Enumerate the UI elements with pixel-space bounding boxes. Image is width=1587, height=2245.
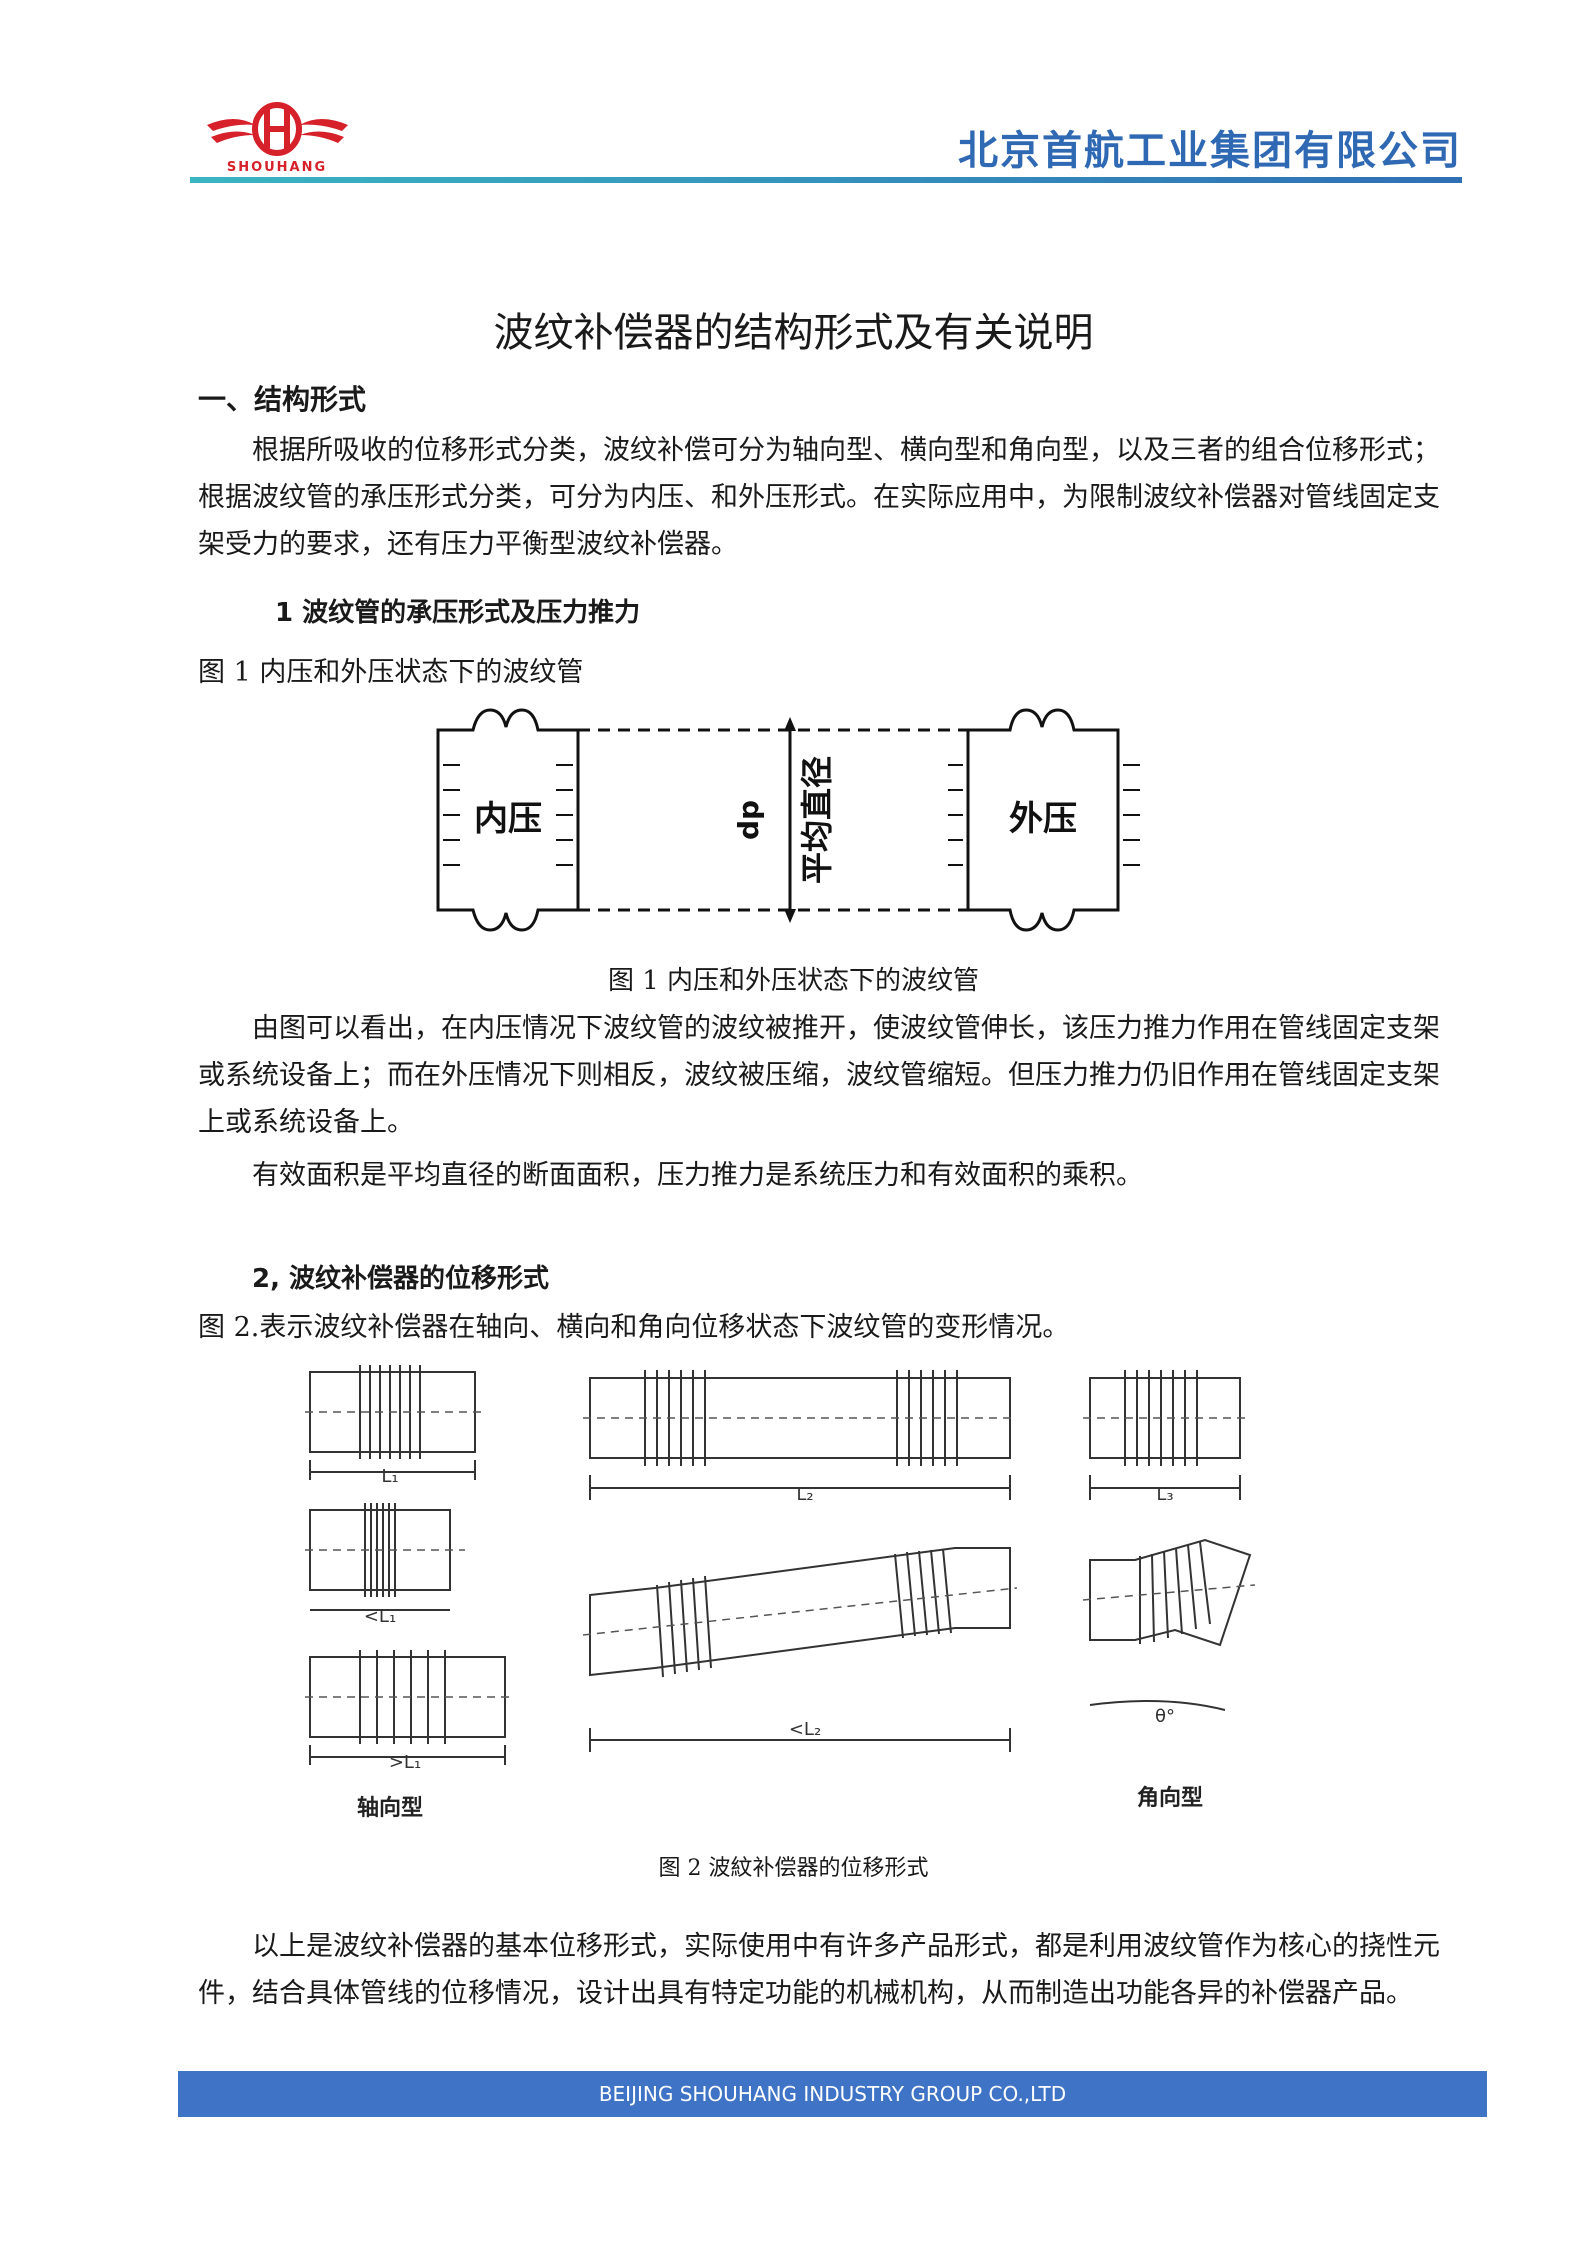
l3-label: L₃ bbox=[1156, 1484, 1173, 1505]
subsection-heading-1: 1 波纹管的承压形式及压力推力 bbox=[275, 598, 641, 628]
inner-pressure-label: 内压 bbox=[474, 799, 542, 839]
figure-1: 内压 外压 dp 平均直径 bbox=[428, 705, 1223, 935]
theta-label: θ° bbox=[1155, 1706, 1175, 1727]
figure-1-explanation: 由图可以看出，在内压情况下波纹管的波纹被推开，使波纹管伸长，该压力推力作用在管线… bbox=[198, 1013, 1440, 1138]
l1-less-label: <L₁ bbox=[364, 1606, 396, 1627]
l1-label: L₁ bbox=[381, 1466, 398, 1487]
section-heading: 一、结构形式 bbox=[198, 383, 367, 416]
angular-type-label: 角向型 bbox=[1137, 1785, 1203, 1811]
footer-text: BEIJING SHOUHANG INDUSTRY GROUP CO.,LTD bbox=[598, 2082, 1067, 2106]
subsection-heading-2: 2, 波纹补偿器的位移形式 bbox=[252, 1264, 550, 1294]
mean-diameter-label: 平均直径 bbox=[798, 756, 836, 884]
figure-2: L₁ <L₁ >L₁ L₂ <L₂ L₃ θ° 轴向型 角向型 bbox=[305, 1360, 1275, 1835]
intro-paragraph: 根据所吸收的位移形式分类，波纹补偿可分为轴向型、横向型和角向型，以及三者的组合位… bbox=[198, 435, 1440, 560]
figure-1-label: 图 1 内压和外压状态下的波纹管 bbox=[198, 657, 584, 688]
l2-label: L₂ bbox=[796, 1484, 813, 1505]
outer-pressure-label: 外压 bbox=[1009, 799, 1077, 839]
figure-2-label: 图 2.表示波纹补偿器在轴向、横向和角向位移状态下波纹管的变形情况。 bbox=[198, 1312, 1070, 1343]
footer-band: BEIJING SHOUHANG INDUSTRY GROUP CO.,LTD bbox=[178, 2071, 1487, 2117]
logo-text: SHOUHANG bbox=[227, 160, 327, 175]
closing-paragraph: 以上是波纹补偿器的基本位移形式，实际使用中有许多产品形式，都是利用波纹管作为核心… bbox=[198, 1931, 1440, 2009]
l2-less-label: <L₂ bbox=[789, 1719, 821, 1740]
figure-1-caption: 图 1 内压和外压状态下的波纹管 bbox=[607, 966, 980, 996]
l1-more-label: >L₁ bbox=[389, 1752, 421, 1773]
company-logo: SHOUHANG bbox=[205, 95, 350, 175]
page-title: 波纹补偿器的结构形式及有关说明 bbox=[493, 310, 1094, 356]
figure-2-caption: 图 2 波紋补偿器的位移形式 bbox=[658, 1856, 929, 1881]
axial-type-label: 轴向型 bbox=[357, 1795, 423, 1821]
dp-label: dp bbox=[732, 800, 765, 840]
effective-area-paragraph: 有效面积是平均直径的断面面积，压力推力是系统压力和有效面积的乘积。 bbox=[252, 1160, 1143, 1191]
company-name: 北京首航工业集团有限公司 bbox=[958, 128, 1462, 174]
header-divider bbox=[190, 177, 1462, 183]
